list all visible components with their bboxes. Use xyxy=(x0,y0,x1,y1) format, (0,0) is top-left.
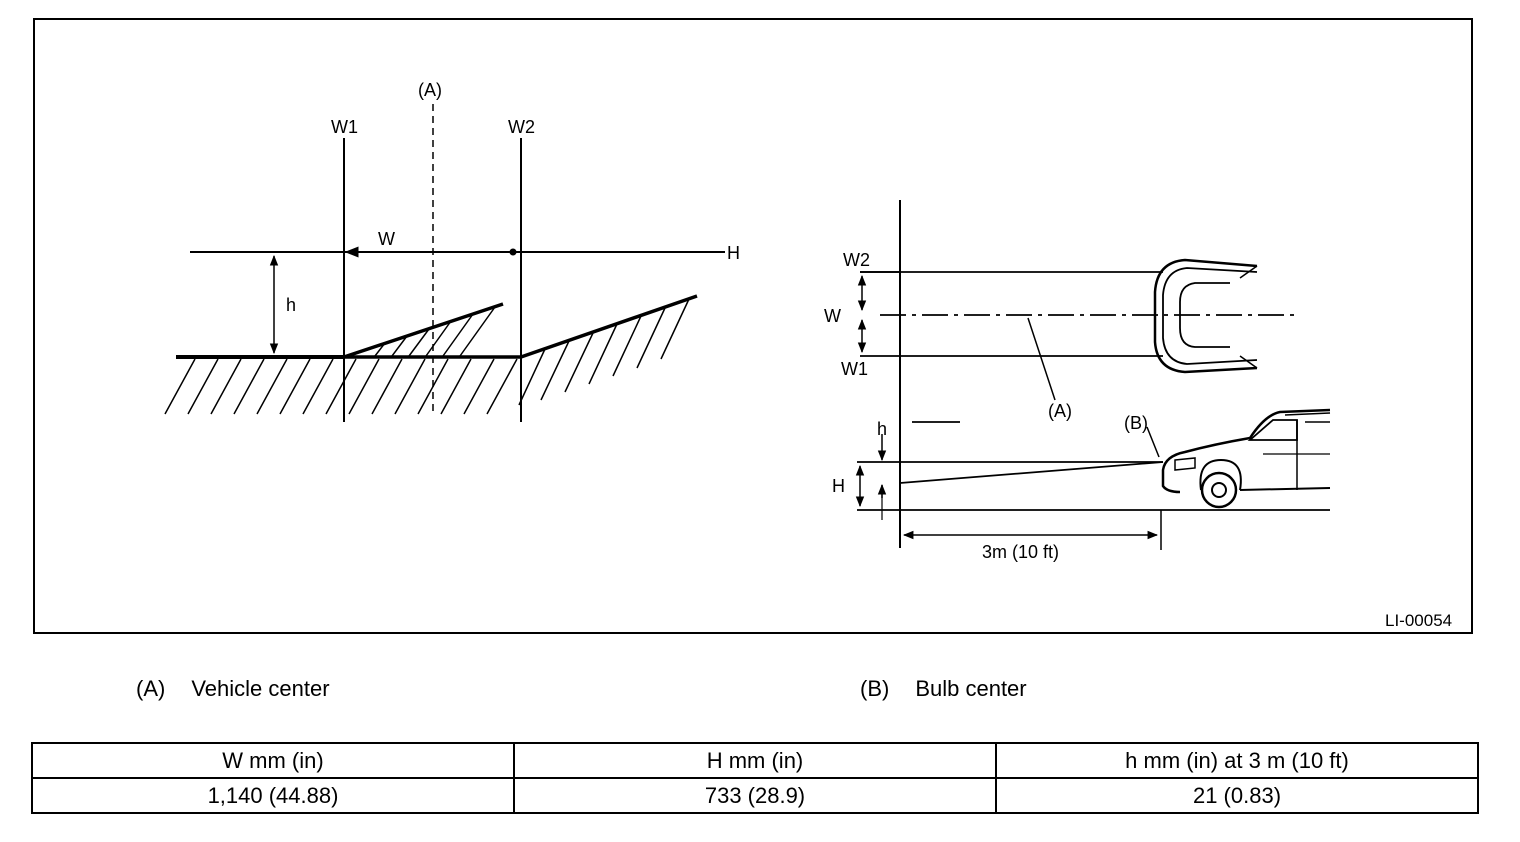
right-label-w: W xyxy=(824,306,841,326)
right-label-w1: W1 xyxy=(841,359,868,379)
legend-key: (A) xyxy=(136,676,166,701)
right-label-a: (A) xyxy=(1048,401,1072,421)
vehicle-position-diagram xyxy=(855,200,1331,550)
left-label-h-small: h xyxy=(286,295,296,315)
right-label-h-big: H xyxy=(832,476,845,496)
screen-pattern-diagram xyxy=(164,104,725,422)
right-label-h-small: h xyxy=(877,419,887,439)
header-w: W mm (in) xyxy=(31,742,515,779)
legend-key: (B) xyxy=(860,676,890,701)
left-label-h-line: H xyxy=(727,243,740,263)
header-h-small: h mm (in) at 3 m (10 ft) xyxy=(995,742,1479,779)
hatching xyxy=(164,298,690,415)
cell-w: 1,140 (44.88) xyxy=(31,777,515,814)
left-label-a: (A) xyxy=(418,80,442,100)
right-label-w2: W2 xyxy=(843,250,870,270)
table-header-row: W mm (in) H mm (in) h mm (in) at 3 m (10… xyxy=(31,742,1479,779)
header-h: H mm (in) xyxy=(513,742,997,779)
legend-text: Bulb center xyxy=(915,676,1027,701)
left-label-w2: W2 xyxy=(508,117,535,137)
left-label-w: W xyxy=(378,229,395,249)
aiming-spec-table: W mm (in) H mm (in) h mm (in) at 3 m (10… xyxy=(31,742,1479,814)
cell-h: 733 (28.9) xyxy=(513,777,997,814)
distance-label: 3m (10 ft) xyxy=(982,542,1059,562)
right-label-b: (B) xyxy=(1124,413,1148,433)
headlight-aiming-figure: (A) W1 W2 W H h xyxy=(33,18,1473,634)
legend-text: Vehicle center xyxy=(191,676,330,701)
left-label-w1: W1 xyxy=(331,117,358,137)
cell-h-small: 21 (0.83) xyxy=(995,777,1479,814)
figure-code: LI-00054 xyxy=(1385,611,1452,630)
legend-bulb-center: (B) Bulb center xyxy=(860,676,1027,702)
aiming-diagram-svg: (A) W1 W2 W H h xyxy=(164,80,1452,630)
legend-vehicle-center: (A) Vehicle center xyxy=(136,676,330,702)
table-row: 1,140 (44.88) 733 (28.9) 21 (0.83) xyxy=(31,777,1479,814)
